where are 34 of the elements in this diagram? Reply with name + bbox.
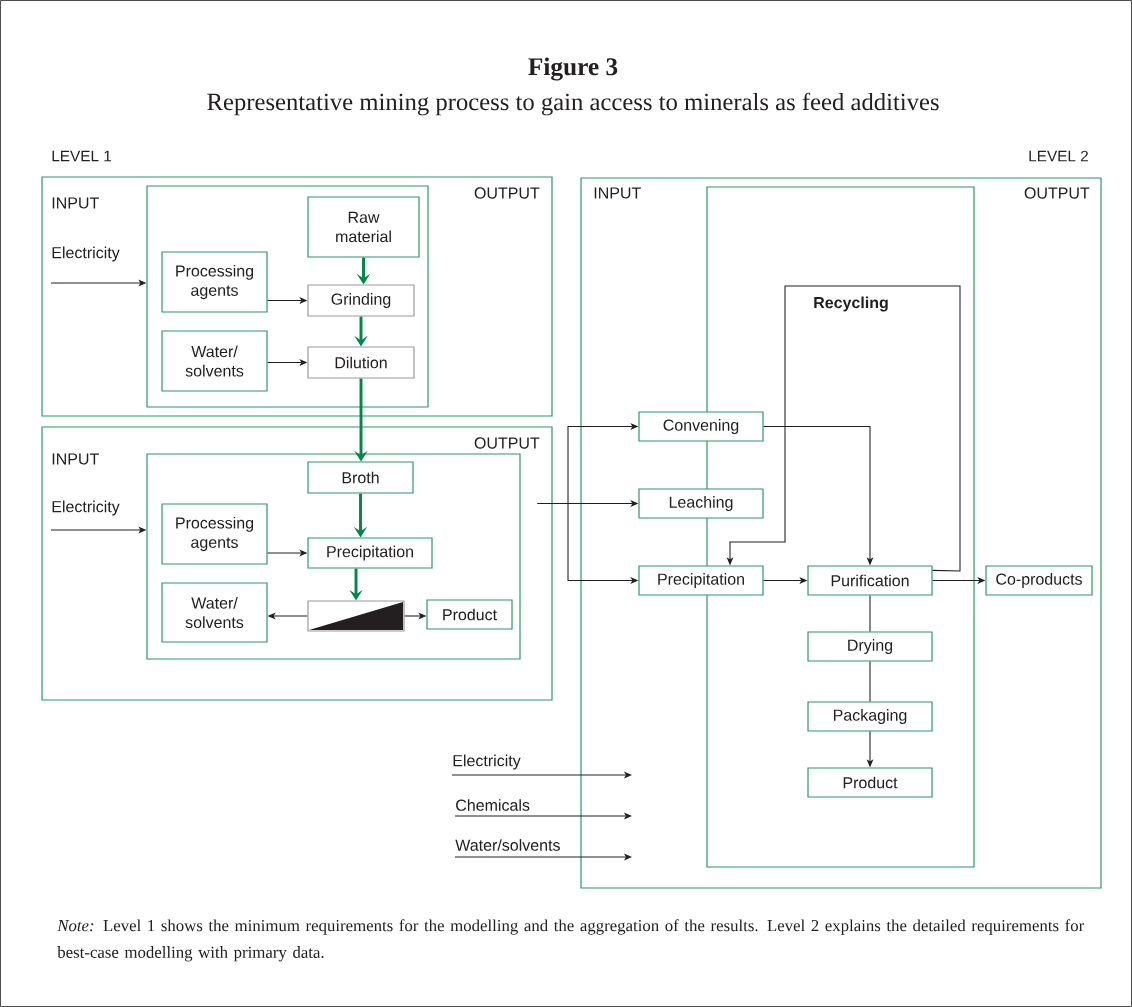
process-box: Packaging xyxy=(807,701,933,732)
process-box: Broth xyxy=(307,461,414,494)
stage-box xyxy=(146,185,429,408)
process-box: Water/ solvents xyxy=(161,330,268,392)
process-box: Product xyxy=(426,599,513,630)
process-box: Raw material xyxy=(307,196,420,258)
note-text: Note: Level 1 shows the minimum requirements for the modelling and the aggregation of the results. Level 2 explains the detailed requirements for best-case modelling with primary data. xyxy=(57,919,1085,962)
figure-title: Figure 3 xyxy=(528,57,618,81)
connector-line xyxy=(869,661,871,702)
process-box: Convening xyxy=(638,411,764,442)
process-box: Leaching xyxy=(638,488,764,519)
process-box: Dilution xyxy=(307,346,415,379)
process-box: Grinding xyxy=(307,284,415,317)
process-box: Precipitation xyxy=(638,565,764,596)
input-label: Electricity xyxy=(52,500,120,516)
process-box: Processing agents xyxy=(161,251,268,313)
input-label: Electricity xyxy=(453,754,521,770)
process-box: Purification xyxy=(807,565,933,596)
process-box: Drying xyxy=(807,631,933,662)
level-label: LEVEL 2 xyxy=(1029,150,1088,162)
level-label: LEVEL 1 xyxy=(52,150,112,162)
input-label: Chemicals xyxy=(456,799,530,811)
process-box: Co-products xyxy=(985,565,1093,596)
input-label: Electricity xyxy=(52,246,120,262)
figure-subtitle: Representative mining process to gain access to minerals as feed additives xyxy=(207,92,939,116)
input-label: Water/solvents xyxy=(455,839,560,851)
stage-box xyxy=(146,453,521,660)
separator-box xyxy=(307,600,405,632)
process-box: Processing agents xyxy=(161,503,268,565)
connector-line xyxy=(869,595,871,632)
process-box: Precipitation xyxy=(307,537,433,569)
process-box: Product xyxy=(807,767,933,798)
edge-label: Recycling xyxy=(811,295,891,313)
process-box: Water/ solvents xyxy=(161,582,268,643)
